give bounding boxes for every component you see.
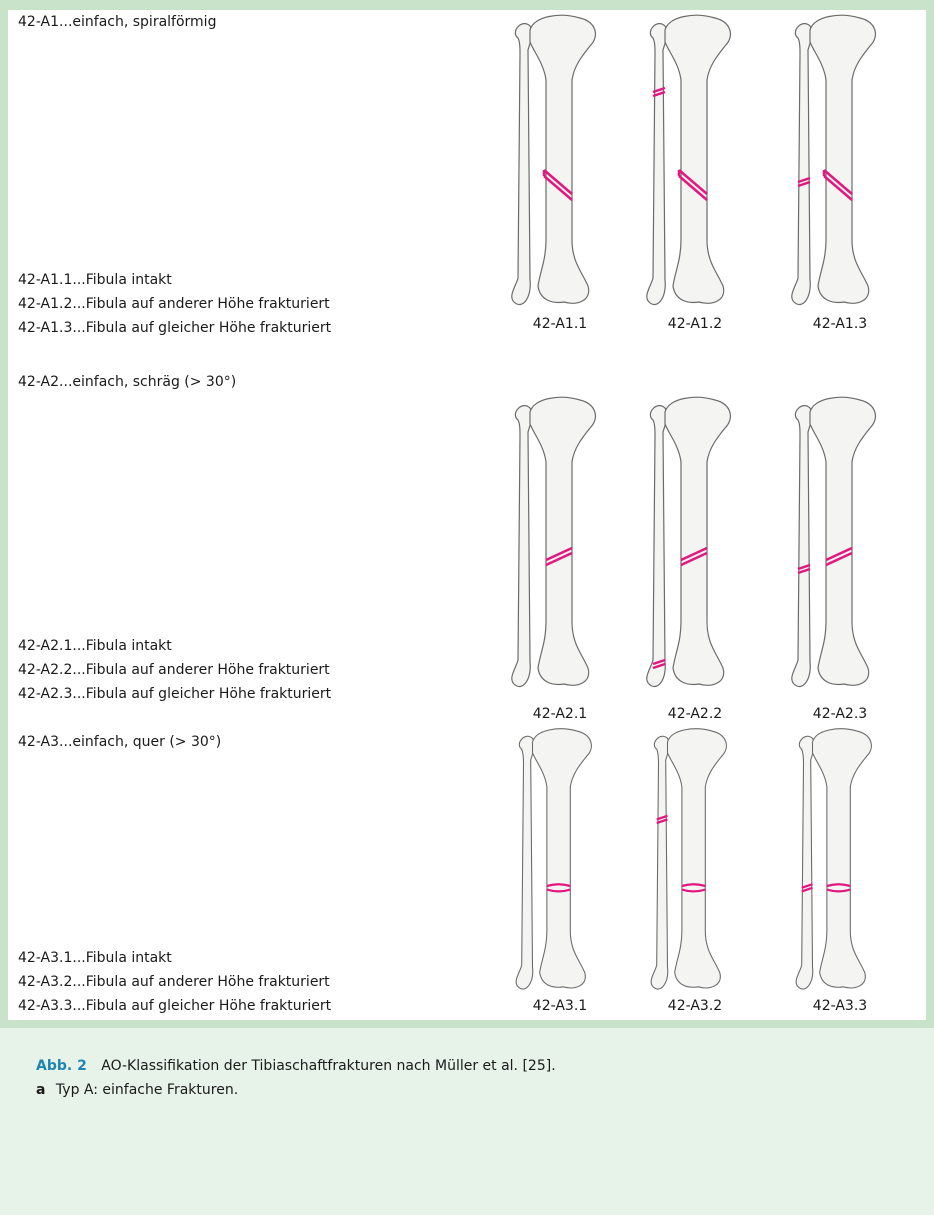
tibia-bone [665, 15, 730, 303]
subtype-item: 42-A1.1...Fibula intakt [18, 268, 331, 292]
figure-label: 42-A1.1 [505, 316, 615, 332]
leg-illustration [500, 392, 610, 692]
bones [796, 729, 871, 989]
group-a3: 42-A3...einfach, quer (> 30°) 42-A3.1...… [8, 730, 926, 1020]
subtype-item: 42-A2.1...Fibula intakt [18, 634, 331, 658]
group-a2: 42-A2...einfach, schräg (> 30°) 42-A2.1.… [8, 370, 926, 730]
bones [792, 397, 876, 686]
figure-label: 42-A2.3 [785, 706, 895, 722]
tibia-bone [530, 397, 595, 685]
group-title: 42-A2...einfach, schräg (> 30°) [18, 374, 236, 390]
figure-label: 42-A1.3 [785, 316, 895, 332]
subtype-item: 42-A1.3...Fibula auf gleicher Höhe frakt… [18, 316, 331, 340]
leg-illustration [635, 724, 745, 994]
bones [651, 729, 726, 989]
tibia-bone [530, 15, 595, 303]
fibula-bone [796, 736, 814, 989]
subtype-item: 42-A3.2...Fibula auf anderer Höhe fraktu… [18, 970, 331, 994]
subtype-list: 42-A3.1...Fibula intakt 42-A3.2...Fibula… [18, 946, 331, 1018]
fibula-bone [516, 736, 534, 989]
fibula-bone [647, 24, 667, 305]
tibia-bone [813, 729, 872, 988]
group-a1: 42-A1...einfach, spiralförmig 42-A1.1...… [8, 10, 926, 340]
caption-line: Abb. 2 AO-Klassifikation der Tibiaschaft… [36, 1058, 556, 1074]
subtype-list: 42-A2.1...Fibula intakt 42-A2.2...Fibula… [18, 634, 331, 706]
figure-caption: Abb. 2 AO-Klassifikation der Tibiaschaft… [0, 1028, 934, 1215]
fibula-bone [792, 24, 812, 305]
fibula-bone [647, 406, 667, 687]
figure-label: 42-A1.2 [640, 316, 750, 332]
fibula-bone [651, 736, 669, 989]
group-title: 42-A3...einfach, quer (> 30°) [18, 734, 221, 750]
subtype-item: 42-A2.3...Fibula auf gleicher Höhe frakt… [18, 682, 331, 706]
leg-illustration [780, 724, 890, 994]
subtype-item: 42-A1.2...Fibula auf anderer Höhe fraktu… [18, 292, 331, 316]
figure-label: 42-A2.1 [505, 706, 615, 722]
leg-illustration [500, 724, 610, 994]
leg-illustration [635, 392, 745, 692]
fibula-bone [512, 24, 532, 305]
bones [647, 15, 731, 304]
subtype-list: 42-A1.1...Fibula intakt 42-A1.2...Fibula… [18, 268, 331, 340]
tibia-bone [810, 397, 875, 685]
figure-panel: 42-A1...einfach, spiralförmig 42-A1.1...… [8, 10, 926, 1020]
caption-label: Abb. 2 [36, 1058, 87, 1074]
figure-label: 42-A2.2 [640, 706, 750, 722]
subtype-item: 42-A3.3...Fibula auf gleicher Höhe frakt… [18, 994, 331, 1018]
bones [512, 397, 596, 686]
bones [647, 397, 731, 686]
caption-sub-text: Typ A: einfache Frakturen. [56, 1082, 238, 1098]
caption-sub-label: a [36, 1082, 45, 1098]
figure-label: 42-A3.3 [785, 998, 895, 1014]
group-title: 42-A1...einfach, spiralförmig [18, 14, 216, 30]
tibia-bone [665, 397, 730, 685]
bones [516, 729, 591, 989]
figure-label: 42-A3.1 [505, 998, 615, 1014]
leg-illustration [780, 10, 890, 310]
bones [792, 15, 876, 304]
leg-illustration [780, 392, 890, 692]
bones [512, 15, 596, 304]
tibia-bone [810, 15, 875, 303]
caption-text: AO-Klassifikation der Tibiaschaftfraktur… [101, 1058, 555, 1074]
subtype-item: 42-A3.1...Fibula intakt [18, 946, 331, 970]
fibula-bone [512, 406, 532, 687]
subtype-item: 42-A2.2...Fibula auf anderer Höhe fraktu… [18, 658, 331, 682]
leg-illustration [500, 10, 610, 310]
leg-illustration [635, 10, 745, 310]
tibia-bone [668, 729, 727, 988]
tibia-bone [533, 729, 592, 988]
figure-label: 42-A3.2 [640, 998, 750, 1014]
fibula-bone [792, 406, 812, 687]
caption-subline: a Typ A: einfache Frakturen. [36, 1082, 238, 1098]
